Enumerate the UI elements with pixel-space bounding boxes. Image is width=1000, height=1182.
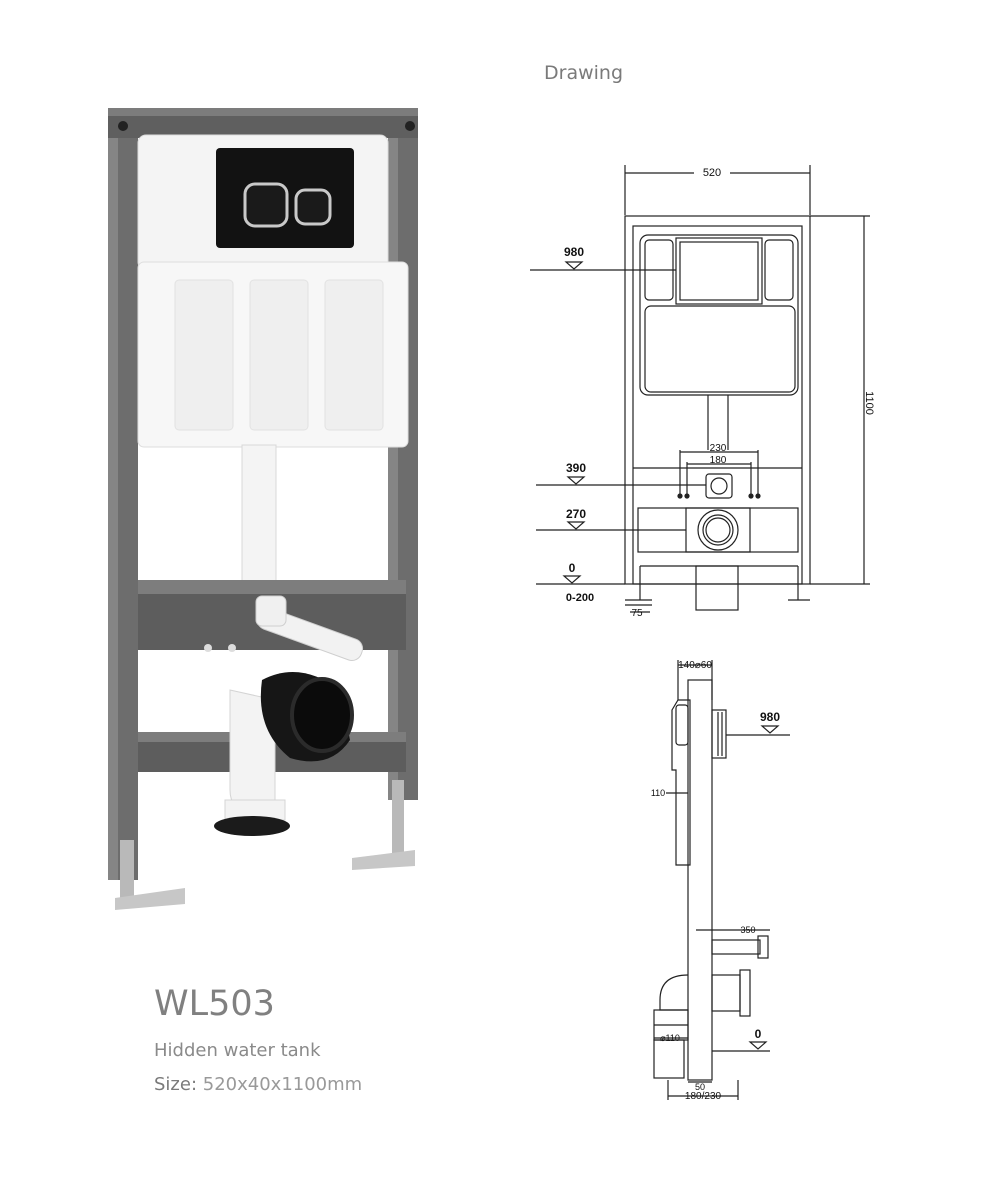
dim-75: 75 bbox=[631, 608, 643, 619]
dim-height-1100: 1100 bbox=[863, 391, 875, 415]
size-label: Size: bbox=[154, 1074, 198, 1095]
dim-50: 50 bbox=[695, 1082, 705, 1092]
dim-phi110: ⌀110 bbox=[660, 1033, 680, 1043]
right-foot bbox=[352, 850, 415, 870]
level-270: 270 bbox=[566, 507, 586, 521]
level-980: 980 bbox=[564, 245, 584, 259]
left-foot bbox=[115, 888, 185, 910]
dim-230: 230 bbox=[710, 443, 727, 454]
side-view-drawing: 140⌀60 980 110 350 ⌀110 0 50 180/230 bbox=[651, 660, 790, 1102]
product-description: Hidden water tank bbox=[154, 1040, 321, 1061]
drawing-title: Drawing bbox=[544, 62, 624, 84]
drain-seal bbox=[214, 816, 290, 836]
product-size: Size: 520x40x1100mm bbox=[154, 1074, 362, 1095]
dim-180-230: 180/230 bbox=[685, 1091, 722, 1102]
side-level-980: 980 bbox=[760, 710, 780, 724]
range-0-200: 0-200 bbox=[566, 592, 594, 604]
level-0: 0 bbox=[569, 561, 576, 575]
dim-180: 180 bbox=[710, 455, 727, 466]
dim-110: 110 bbox=[651, 788, 665, 798]
dim-width-520: 520 bbox=[703, 167, 721, 179]
size-value: 520x40x1100mm bbox=[202, 1074, 363, 1095]
front-view-drawing: 520 1100 230 180 75 980 390 270 bbox=[530, 165, 875, 619]
flush-pipe bbox=[241, 444, 277, 596]
flush-button-large bbox=[243, 182, 289, 228]
dim-350: 350 bbox=[740, 925, 755, 935]
side-level-0: 0 bbox=[755, 1027, 762, 1041]
level-390: 390 bbox=[566, 461, 586, 475]
product-model: WL503 bbox=[154, 984, 275, 1024]
dim-140-60: 140⌀60 bbox=[678, 660, 712, 671]
flush-button-small bbox=[294, 188, 332, 226]
product-photo bbox=[108, 108, 418, 910]
